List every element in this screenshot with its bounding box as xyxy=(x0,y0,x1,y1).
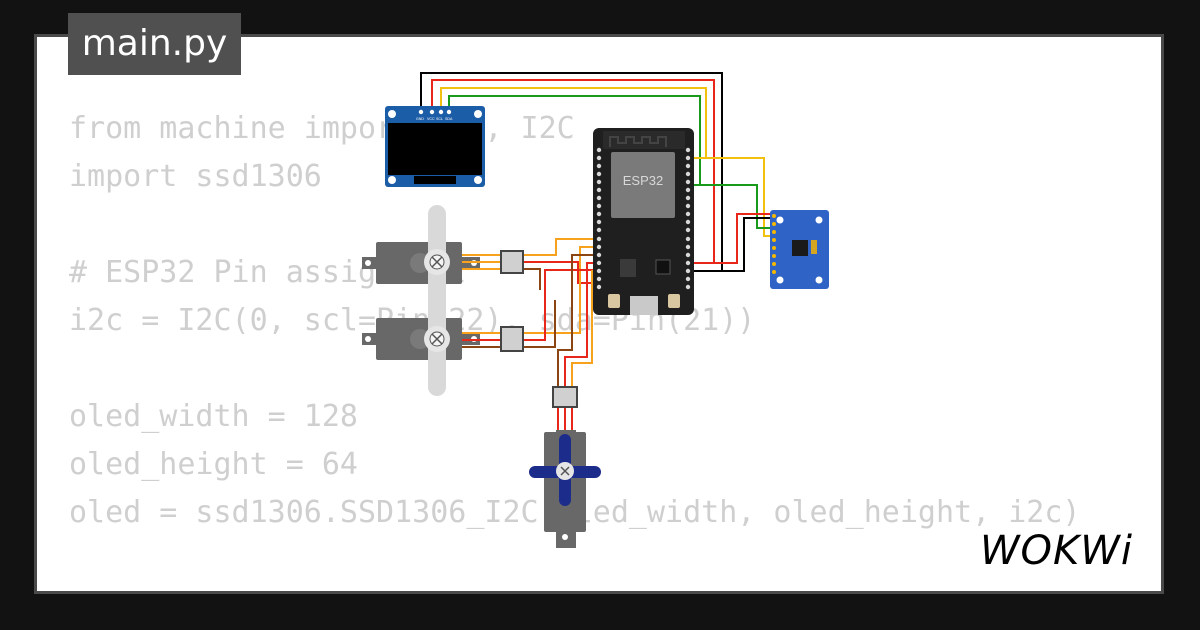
oled-pin-scl: SCL xyxy=(436,117,443,121)
code-line: import ssd1306 xyxy=(69,159,322,194)
file-tab[interactable]: main.py xyxy=(68,13,241,75)
mpu-wires xyxy=(690,157,772,272)
esp32-pins-right xyxy=(685,147,691,290)
oled-pin-vcc: VCC xyxy=(427,117,435,121)
esp32-pins-left xyxy=(596,147,602,290)
esp32-label: ESP32 xyxy=(623,173,663,188)
wokwi-logo: WOKWi xyxy=(980,528,1133,574)
code-line: # ESP32 Pin assignment xyxy=(69,255,467,290)
mpu6050-module[interactable] xyxy=(770,210,829,289)
oled-display[interactable]: GND VCC SCL SDA xyxy=(385,106,485,187)
esp32-board[interactable]: ESP32 xyxy=(593,128,694,315)
oled-pin-gnd: GND xyxy=(416,117,424,121)
code-line: oled = ssd1306.SSD1306_I2C(oled_width, o… xyxy=(69,495,1081,530)
servo-2[interactable] xyxy=(362,290,524,396)
oled-pin-sda: SDA xyxy=(445,117,453,121)
servo-wires xyxy=(524,238,598,386)
code-line: oled_height = 64 xyxy=(69,447,358,482)
code-line: oled_width = 128 xyxy=(69,399,358,434)
wokwi-logo-text: WOKWi xyxy=(980,528,1133,574)
servo-1[interactable] xyxy=(362,205,524,315)
servo-3[interactable] xyxy=(529,386,601,548)
